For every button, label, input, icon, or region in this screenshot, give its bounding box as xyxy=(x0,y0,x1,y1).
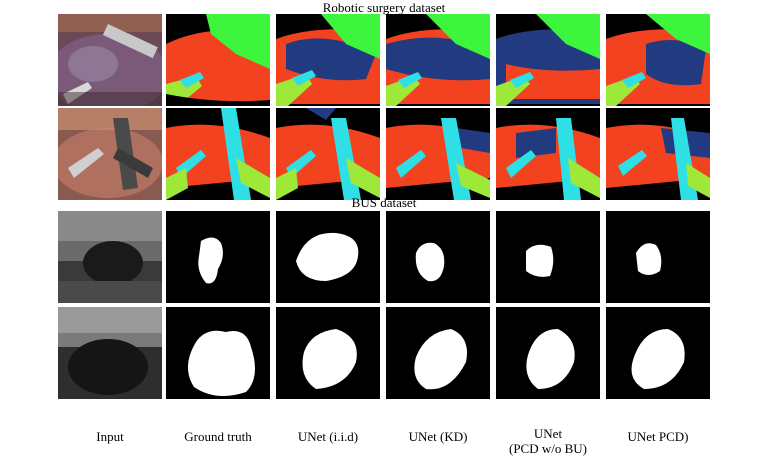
surgery-row1-unet-pcd-wo-bu-mask xyxy=(496,14,600,106)
surgery-row2-unet-pcd-mask xyxy=(606,108,710,200)
bus-row2-ground-truth-mask xyxy=(166,307,270,399)
surgery-row2-unet-kd-mask xyxy=(386,108,490,200)
bus-row2-unet-kd-mask xyxy=(386,307,490,399)
bus-row2-unet-pcd-mask xyxy=(606,307,710,399)
bus-row1-input-image xyxy=(58,211,162,303)
column-label-unet-iid: UNet (i.i.d) xyxy=(297,429,359,444)
column-label-unet-pcd-wo-bu-line2: (PCD w/o BU) xyxy=(508,441,587,456)
bus-row2-unet-iid-mask xyxy=(276,307,380,399)
surgery-row1-ground-truth-mask xyxy=(166,14,270,106)
column-label-unet-pcd: UNet PCD) xyxy=(627,429,689,444)
bus-row1-unet-iid-mask xyxy=(276,211,380,303)
surgery-row1-unet-iid-mask xyxy=(276,14,380,106)
column-label-unet-kd: UNet (KD) xyxy=(408,429,468,444)
column-label-ground-truth: Ground truth xyxy=(184,429,252,444)
bus-row1-unet-pcd-mask xyxy=(606,211,710,303)
surgery-row2-unet-iid-mask xyxy=(276,108,380,200)
bus-row1-unet-kd-mask xyxy=(386,211,490,303)
column-label-unet-pcd-wo-bu: UNet (PCD w/o BU) xyxy=(488,426,608,456)
surgery-row1-unet-kd-mask xyxy=(386,14,490,106)
surgery-row1-unet-pcd-mask xyxy=(606,14,710,106)
robotic-surgery-heading: Robotic surgery dataset xyxy=(322,0,446,15)
bus-row1-ground-truth-mask xyxy=(166,211,270,303)
bus-row2-input-image xyxy=(58,307,162,399)
surgery-row1-input-image xyxy=(58,14,162,106)
column-label-unet-pcd-wo-bu-line1: UNet xyxy=(533,426,563,441)
surgery-row2-ground-truth-mask xyxy=(166,108,270,200)
surgery-row2-unet-pcd-wo-bu-mask xyxy=(496,108,600,200)
column-label-input: Input xyxy=(96,429,124,444)
bus-dataset-heading: BUS dataset xyxy=(351,195,417,210)
bus-row1-unet-pcd-wo-bu-mask xyxy=(496,211,600,303)
surgery-row2-input-image xyxy=(58,108,162,200)
bus-row2-unet-pcd-wo-bu-mask xyxy=(496,307,600,399)
